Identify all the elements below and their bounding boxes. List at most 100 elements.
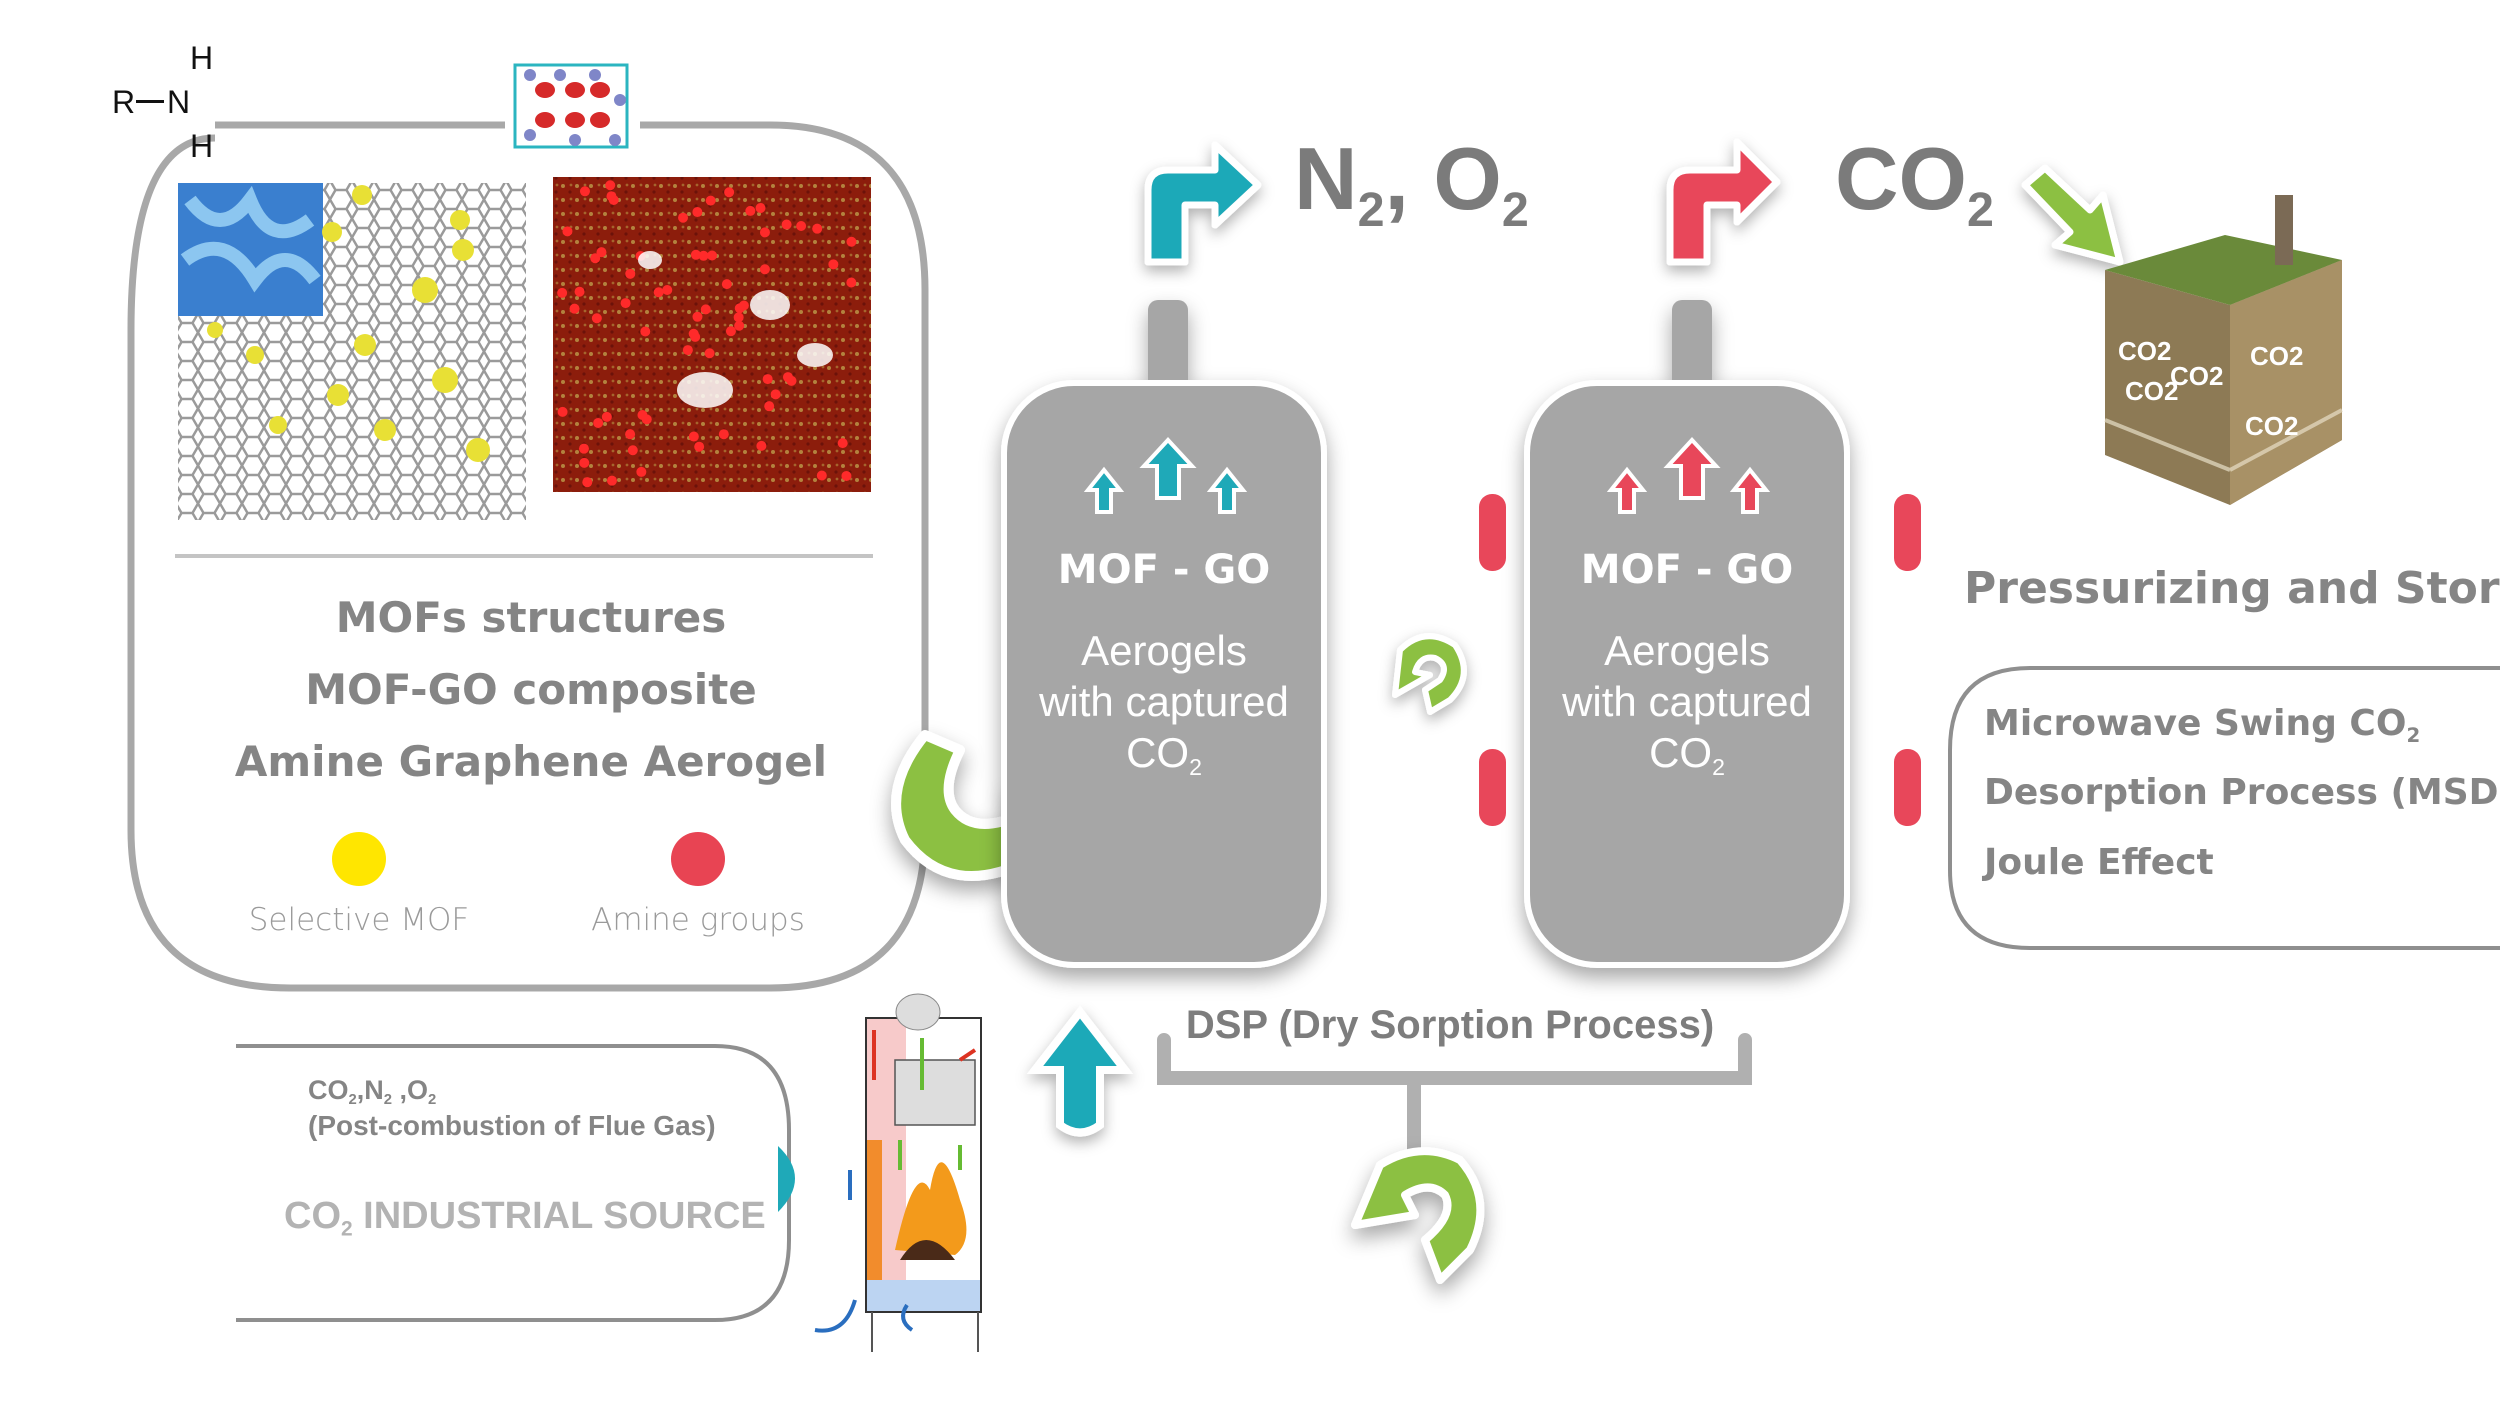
tank-2-rising-arrows-icon	[1606, 437, 1771, 514]
cycle-arrow-icon	[1392, 633, 1467, 715]
tank-1	[1001, 300, 1327, 968]
amine-group-particle	[846, 277, 857, 288]
left-panel-frame	[127, 121, 929, 992]
amine-group-particle	[707, 250, 718, 261]
amine-group-particle	[796, 220, 807, 231]
amine-group-particle	[682, 345, 693, 356]
amine-group-particle	[828, 259, 839, 270]
heating-element-icon	[1479, 494, 1921, 826]
amine-group-particle	[764, 401, 775, 412]
amine-group-particle	[782, 372, 793, 383]
panel-title-mofs: MOFs structures	[335, 593, 727, 642]
soil-co2-label: CO2	[2118, 336, 2171, 366]
panel-title-mof-go: MOF-GO composite	[305, 665, 757, 714]
dsp-label: DSP (Dry Sorption Process)	[1185, 1003, 1715, 1047]
amine-group-particle	[596, 247, 607, 258]
amine-group-particle	[816, 470, 827, 481]
amine-group-particle	[606, 191, 617, 202]
formula-r: R	[112, 84, 136, 120]
amine-group-particle	[745, 205, 756, 216]
amine-group-particle	[724, 187, 735, 198]
soil-co2-label: CO2	[2170, 361, 2223, 391]
amine-group-particle	[698, 250, 709, 261]
msd-panel-frame	[1948, 666, 2500, 950]
soil-co2-label: CO2	[2245, 411, 2298, 441]
amine-group-particle	[557, 406, 568, 417]
amine-group-particle	[593, 417, 604, 428]
amine-group-particle	[579, 457, 590, 468]
amine-group-particle	[605, 180, 616, 191]
soil-co2-label: CO2	[2125, 376, 2178, 406]
furnace-illustration	[814, 993, 982, 1352]
tank-2-title: MOF - GO	[1580, 547, 1794, 593]
formula-n: N	[167, 84, 191, 120]
amine-group-particle	[640, 326, 651, 337]
formula-h-top: H	[190, 40, 214, 76]
amine-group-particle	[582, 477, 593, 488]
amine-group-particle	[625, 268, 636, 279]
amine-group-particle	[692, 207, 703, 218]
soil-storage-cube-image: CO2 CO2 CO2 CO2 CO2	[2104, 195, 2343, 505]
amine-group-particle	[562, 226, 573, 237]
flue-gas-composition: CO2,N2 ,O2	[308, 1075, 437, 1109]
n2-o2-output-label: N2, O2	[1294, 129, 1529, 237]
flue-gas-up-arrow-icon	[1026, 1005, 1134, 1137]
amine-group-particle	[690, 249, 701, 260]
to-storage-arrow-icon	[2021, 164, 2124, 266]
amine-group-particle	[694, 441, 705, 452]
amine-group-particle	[756, 440, 767, 451]
tank-1-rising-arrows-icon	[1083, 437, 1248, 514]
n2-o2-release-arrow-icon	[1144, 141, 1262, 266]
industrial-source-label: CO2 INDUSTRIAL SOURCE	[284, 1195, 766, 1241]
amine-group-particle	[569, 303, 580, 314]
mof-crystal-image	[510, 60, 632, 152]
selective-mof-dot	[332, 832, 386, 886]
amine-group-particle	[637, 409, 648, 420]
tank-2	[1524, 300, 1850, 968]
amine-group-particle	[625, 429, 636, 440]
amine-group-particle	[688, 431, 699, 442]
selective-mof-particles	[207, 185, 490, 462]
amine-group-particle	[688, 328, 699, 339]
amine-group-particle	[601, 411, 612, 422]
amine-group-particle	[662, 285, 673, 296]
amine-group-particle	[704, 348, 715, 359]
legend-label-selective-mof: Selective MOF	[248, 902, 470, 938]
tank-1-title: MOF - GO	[1057, 547, 1271, 593]
amine-group-particle	[846, 236, 857, 247]
amine-formula: H R N H	[112, 40, 222, 165]
flue-gas-subtitle: (Post-combustion of Flue Gas)	[308, 1110, 716, 1141]
amine-group-particle	[837, 438, 848, 449]
soil-co2-label: CO2	[2250, 341, 2303, 371]
amine-group-particle	[721, 279, 732, 290]
amine-group-particle	[755, 202, 766, 213]
amine-group-particle	[678, 212, 689, 223]
amine-group-particle	[636, 466, 647, 477]
amine-group-particle	[653, 287, 664, 298]
amine-group-particle	[734, 320, 745, 331]
amine-group-particle	[738, 300, 749, 311]
amine-group-particle	[762, 374, 773, 385]
amine-group-particle	[620, 298, 631, 309]
amine-group-particle	[627, 445, 638, 456]
amine-group-particle	[725, 326, 736, 337]
msd-line-3: Joule Effect	[1984, 842, 2214, 883]
co2-output-label: CO2	[1835, 129, 1994, 237]
amine-group-particle	[557, 287, 568, 298]
amine-group-particle	[733, 312, 744, 323]
teal-pointer-icon	[778, 1146, 795, 1212]
amine-group-particle	[812, 223, 823, 234]
amine-group-particle	[590, 253, 601, 264]
amine-group-particle	[700, 304, 711, 315]
amine-group-particle	[841, 470, 852, 481]
amine-group-particle	[579, 186, 590, 197]
amine-group-particle	[692, 311, 703, 322]
co2-release-arrow-icon	[1666, 138, 1781, 266]
amine-group-particle	[770, 389, 781, 400]
amine-group-dot	[671, 832, 725, 886]
formula-h-bottom: H	[190, 128, 214, 164]
amine-group-particle	[781, 219, 792, 230]
